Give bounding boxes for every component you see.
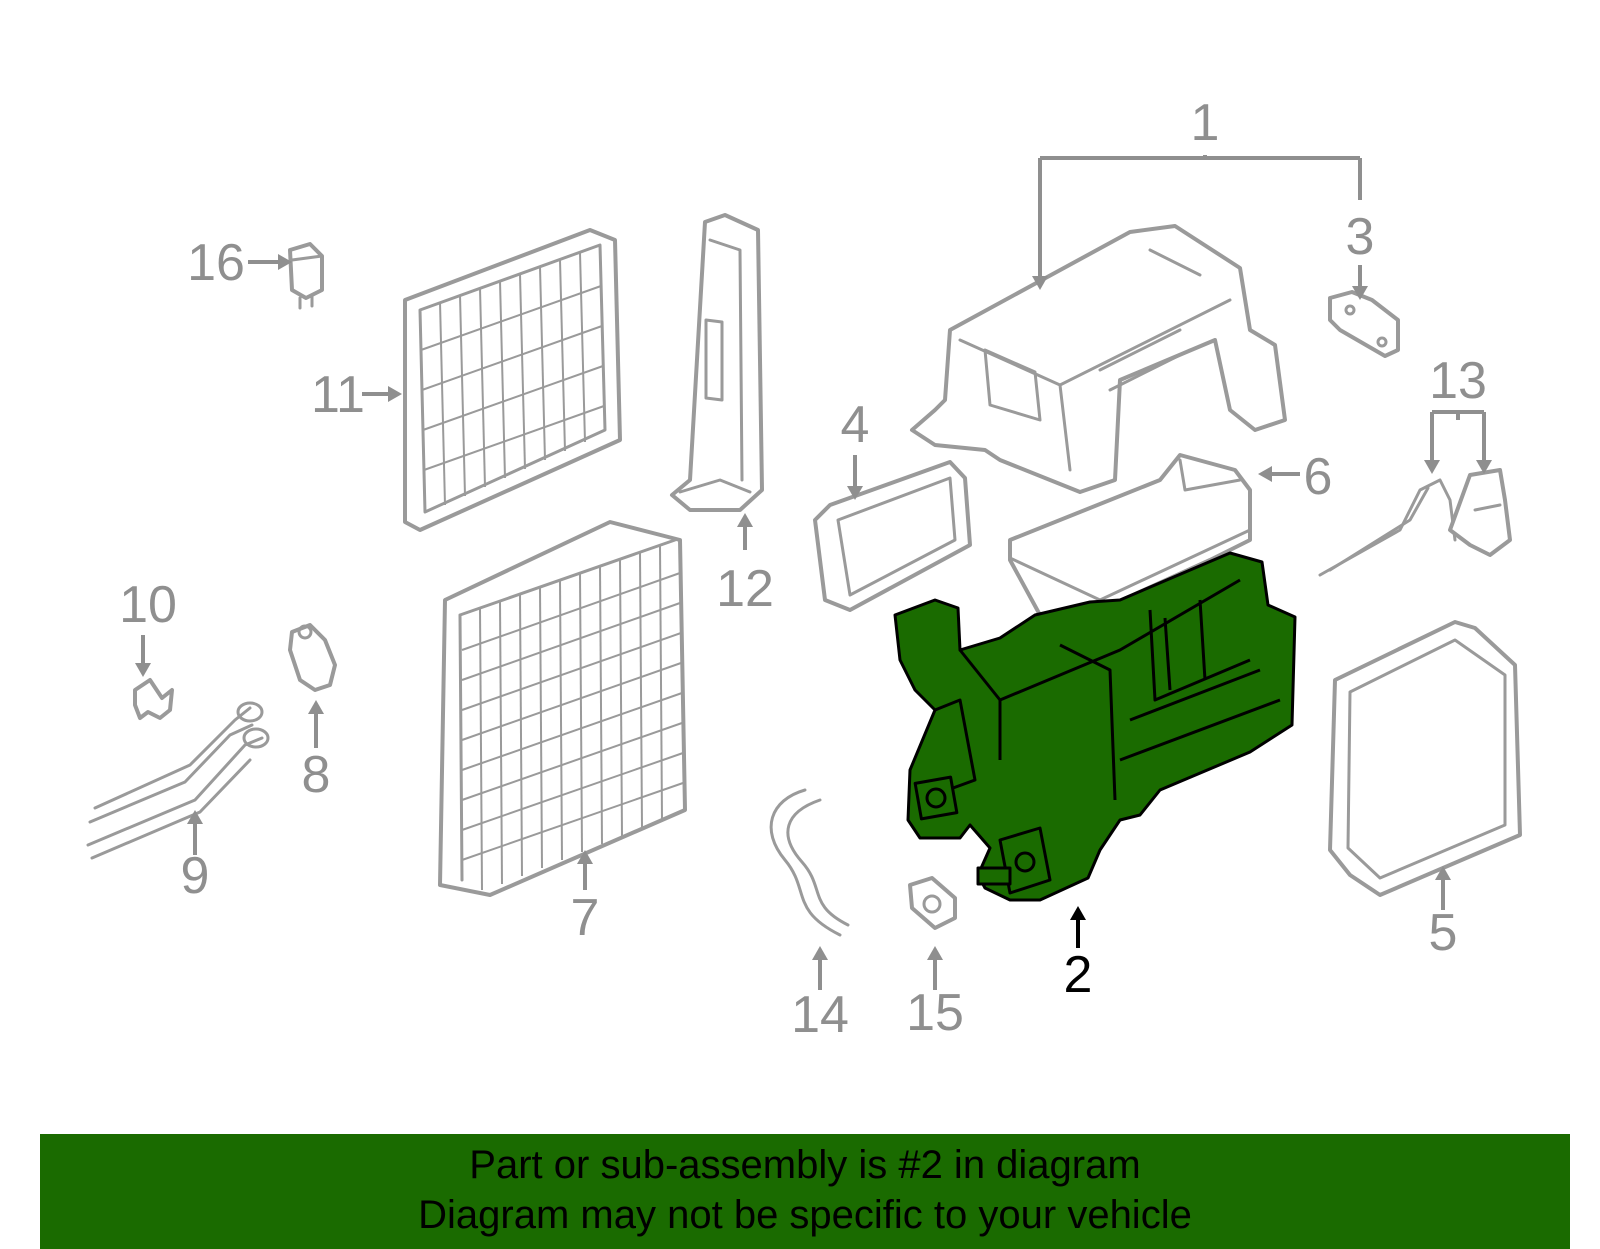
callout-10: 10: [119, 576, 177, 634]
banner-line-2: Diagram may not be specific to your vehi…: [418, 1193, 1192, 1237]
callout-16: 16: [187, 234, 245, 292]
part-7-evaporator-core: [438, 520, 687, 897]
callout-11: 11: [311, 366, 365, 424]
part-10-clip: [133, 678, 174, 720]
callout-14: 14: [791, 986, 849, 1044]
callout-4: 4: [841, 396, 870, 454]
part-12-duct: [670, 213, 764, 512]
callout-8: 8: [302, 746, 331, 804]
part-9-tubes: [86, 701, 270, 860]
leader-lines: [135, 155, 1492, 990]
callout-7: 7: [571, 889, 600, 947]
info-banner: Part or sub-assembly is #2 in diagram Di…: [40, 1134, 1570, 1249]
part-16-connector: [288, 242, 324, 310]
part-11-filter-panel: [403, 228, 622, 532]
banner-line-1: Part or sub-assembly is #2 in diagram: [469, 1143, 1141, 1187]
callout-5: 5: [1429, 904, 1458, 962]
callout-9: 9: [181, 847, 210, 905]
callout-3: 3: [1346, 208, 1375, 266]
part-13-sensor-harness: [1318, 468, 1512, 577]
callout-12: 12: [716, 560, 774, 618]
callout-15: 15: [906, 984, 964, 1042]
callout-labels: 1 3 16 11 13 4 6 12 10 8 9 7 5 2 14 15: [119, 94, 1487, 1044]
part-6-tray: [1008, 453, 1252, 617]
callout-2: 2: [1064, 946, 1093, 1004]
part-15-nut: [908, 876, 957, 930]
part-14-drain-hose: [769, 788, 850, 937]
part-5-seal: [1328, 620, 1522, 897]
part-3-bracket: [1328, 290, 1400, 358]
callout-13: 13: [1429, 352, 1487, 410]
part-2-lower-case-highlighted: [893, 551, 1297, 902]
part-4-seal: [813, 460, 972, 612]
part-8-valve: [288, 623, 337, 692]
part-1-upper-case: [910, 224, 1287, 494]
callout-6: 6: [1304, 448, 1333, 506]
callout-1: 1: [1191, 94, 1220, 152]
